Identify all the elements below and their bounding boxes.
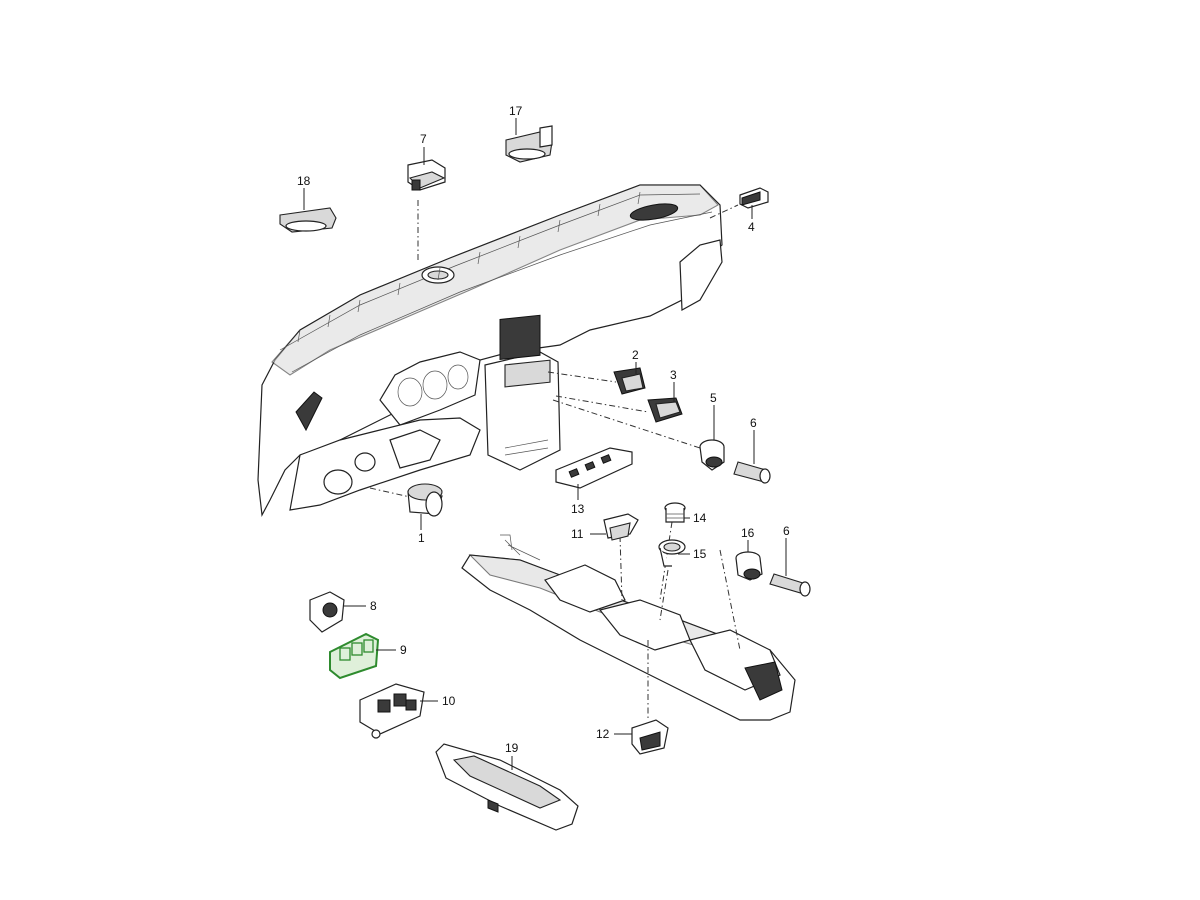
part-10-switch-unit [359,683,425,739]
part-17-bracket [505,125,553,163]
leader-lines [303,118,787,770]
callout-2: 2 [632,348,639,362]
callout-13: 13 [571,502,585,516]
part-7-switch [407,159,446,191]
part-9-switch-panel-highlighted[interactable] [329,632,380,680]
callout-labels: 17 7 18 4 2 3 5 6 13 1 11 14 15 16 6 8 9… [297,104,790,755]
part-18-bracket [279,207,337,233]
part-14-socket [664,502,686,523]
callout-14: 14 [693,511,707,525]
part-4-sensor [739,187,769,209]
part-6-lighter-upper [733,461,771,484]
callout-19: 19 [505,741,519,755]
callout-16: 16 [741,526,755,540]
center-console [461,534,796,721]
part-12-switch [631,719,669,755]
part-2-switch [613,367,646,395]
callout-4: 4 [748,220,755,234]
part-11-switch [603,513,639,541]
callout-10: 10 [442,694,456,708]
callout-18: 18 [297,174,311,188]
part-16-socket [735,551,763,581]
callout-6-lower: 6 [783,524,790,538]
callout-6-upper: 6 [750,416,757,430]
callout-1: 1 [418,531,425,545]
dashboard-assembly [257,184,723,517]
part-3-switch [647,397,683,423]
part-8-knob [309,591,345,633]
callout-11: 11 [571,527,584,541]
callout-12: 12 [596,727,610,741]
part-15-ring [658,539,686,567]
callout-5: 5 [710,391,717,405]
callout-15: 15 [693,547,707,561]
part-6-lighter-lower [769,573,811,597]
callout-9: 9 [400,643,407,657]
part-5-socket [699,439,725,471]
callout-17: 17 [509,104,523,118]
part-1-knob [407,483,443,517]
callout-8: 8 [370,599,377,613]
callout-7: 7 [420,132,427,146]
callout-3: 3 [670,368,677,382]
part-19-trim-panel [435,743,579,831]
part-13-switch-panel [555,447,633,489]
